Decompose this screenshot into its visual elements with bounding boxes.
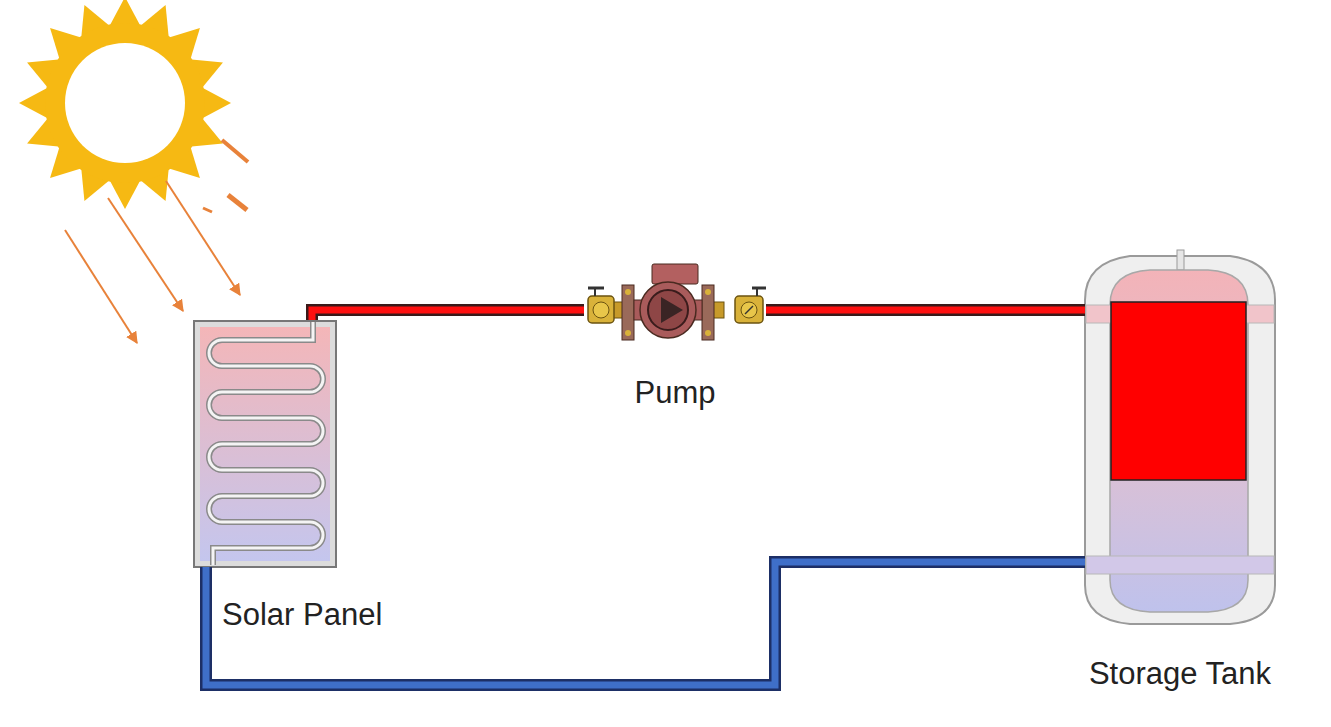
- pipe-outline: [766, 304, 1085, 316]
- pipe-fill: [766, 307, 1085, 314]
- pump-node: Pump: [584, 262, 766, 345]
- pump-symbol: [588, 264, 766, 340]
- component-label: Storage Tank: [1089, 655, 1271, 692]
- pipe-connector: [312, 310, 584, 320]
- storage-tank-node: Storage Tank: [1085, 250, 1275, 625]
- solar-panel: [194, 321, 336, 567]
- component-label: Solar Panel: [222, 596, 382, 633]
- pipe-outline: [312, 310, 584, 320]
- sun-rays: [65, 140, 248, 343]
- pipe-fill: [312, 310, 584, 320]
- solar-panel-node: Solar Panel: [193, 320, 336, 567]
- pipe-connector: [206, 562, 1085, 685]
- pipe-outline: [206, 562, 1085, 685]
- pipe-connector: [766, 310, 1085, 311]
- storage-tank: [1085, 250, 1275, 624]
- component-label: Pump: [635, 374, 716, 411]
- pipe-fill: [206, 562, 1085, 685]
- sun: [19, 0, 231, 209]
